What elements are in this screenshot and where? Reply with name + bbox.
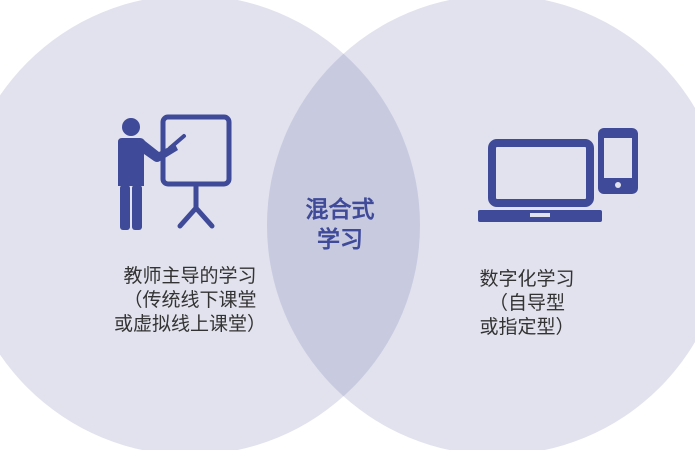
right-caption-line-2: （自导型 [488, 292, 565, 314]
smartphone-icon [598, 128, 638, 194]
left-caption-line-3: 或虚拟线上课堂） [113, 313, 266, 335]
overlap-region [267, 0, 420, 450]
center-label-line-2: 学习 [317, 227, 363, 253]
left-caption-line-1: 教师主导的学习 [123, 265, 257, 287]
right-caption-line-1: 数字化学习 [479, 268, 575, 290]
teacher-at-whiteboard-icon [118, 114, 232, 230]
center-label-line-1: 混合式 [305, 197, 375, 223]
right-caption: 数字化学习 （自导型 或指定型） [447, 267, 607, 339]
left-caption-line-2: （传统线下课堂 [123, 289, 257, 311]
right-caption-line-3: 或指定型） [479, 316, 575, 338]
laptop-icon [478, 139, 602, 222]
center-label: 混合式 学习 [285, 195, 395, 255]
left-caption: 教师主导的学习 （传统线下课堂 或虚拟线上课堂） [70, 264, 310, 336]
